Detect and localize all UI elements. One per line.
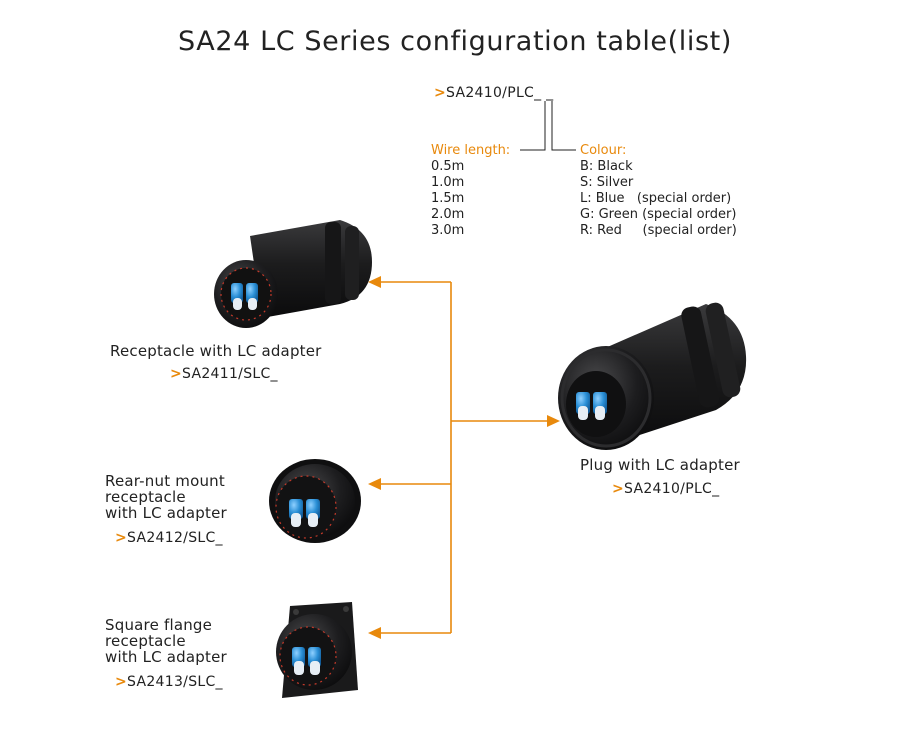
arrow-left-icon — [368, 627, 381, 639]
wire-length-block: Wire length: 0.5m 1.0m 1.5m 2.0m 3.0m — [431, 143, 510, 239]
name-line: with LC adapter — [105, 648, 227, 666]
colour-option: B: Black — [580, 159, 633, 174]
rear-nut-receptacle-icon — [269, 459, 361, 543]
wire-length-option: 3.0m — [431, 223, 465, 238]
code-text: SA2412/SLC_ — [127, 530, 223, 546]
page-title: SA24 LC Series configuration table(list) — [178, 26, 732, 57]
plug-code: >SA2410/PLC_ — [612, 481, 719, 497]
name-line: Rear-nut mount — [105, 472, 225, 490]
arrow-left-icon — [368, 276, 381, 288]
arrow-left-icon — [368, 478, 381, 490]
part-code-text: SA2410/PLC_ _ — [446, 85, 554, 101]
part-code-brackets — [520, 101, 576, 151]
plug-connector-icon — [558, 302, 747, 450]
colour-option: L: Blue (special order) — [580, 191, 732, 206]
wire-length-option: 1.0m — [431, 175, 465, 190]
receptacle-2-name: Rear-nut mount receptacle with LC adapte… — [105, 473, 227, 521]
code-text: SA2411/SLC_ — [182, 366, 278, 382]
code-marker: > — [115, 530, 128, 546]
name-line: with LC adapter — [105, 504, 227, 522]
receptacle-2-code: >SA2412/SLC_ — [115, 530, 223, 546]
code-text: SA2413/SLC_ — [127, 674, 223, 690]
colour-block: Colour: B: Black S: Silver L: Blue (spec… — [580, 143, 737, 239]
part-code-marker: > — [434, 85, 447, 101]
name-line: receptacle — [105, 632, 186, 650]
receptacle-connector-icon — [214, 220, 372, 328]
code-marker: > — [170, 366, 183, 382]
receptacle-1-code: >SA2411/SLC_ — [170, 366, 278, 382]
part-code: >SA2410/PLC_ _ — [434, 85, 553, 101]
connection-lines — [379, 281, 549, 634]
wire-length-heading: Wire length: — [431, 143, 511, 158]
code-marker: > — [612, 481, 625, 497]
colour-option: R: Red (special order) — [580, 223, 737, 238]
square-flange-receptacle-icon — [276, 602, 358, 698]
arrow-right-icon — [547, 415, 560, 427]
colour-option: S: Silver — [580, 175, 634, 190]
colour-heading: Colour: — [580, 143, 627, 158]
receptacle-3-name: Square flange receptacle with LC adapter — [105, 617, 227, 665]
wire-length-option: 0.5m — [431, 159, 465, 174]
name-line: receptacle — [105, 488, 186, 506]
receptacle-1-name: Receptacle with LC adapter — [110, 342, 322, 360]
wire-length-option: 1.5m — [431, 191, 465, 206]
arrowheads — [368, 276, 560, 639]
name-line: Square flange — [105, 616, 213, 634]
code-text: SA2410/PLC_ — [624, 481, 720, 497]
colour-option: G: Green (special order) — [580, 207, 737, 222]
code-marker: > — [115, 674, 128, 690]
wire-length-option: 2.0m — [431, 207, 465, 222]
plug-name: Plug with LC adapter — [580, 456, 740, 474]
receptacle-3-code: >SA2413/SLC_ — [115, 674, 223, 690]
